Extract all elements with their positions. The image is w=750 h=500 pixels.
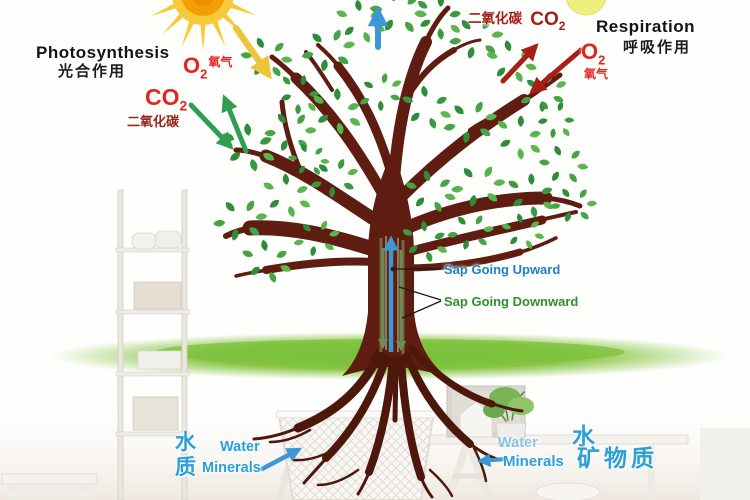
photosynthesis-label: Photosynthesis — [36, 43, 170, 62]
water-uptake-arrow-left — [259, 447, 303, 472]
tree-branches — [223, 5, 583, 278]
minerals-label-left: Minerals — [202, 460, 261, 476]
water-label-left-zh: 水 — [175, 431, 196, 454]
minerals-label-right-zh: 矿物质 — [577, 445, 658, 471]
left-co2-label-zh: 二氧化碳 — [127, 114, 180, 129]
left-o2-label: O2氧气 — [183, 53, 233, 82]
tree-illustration — [208, 0, 600, 499]
respiration-label: Respiration — [596, 17, 696, 36]
tree-roots — [252, 344, 524, 499]
sap-flow-detail — [377, 235, 407, 354]
oxygen-in-arrow — [529, 47, 584, 95]
small-sun-icon — [566, 0, 606, 16]
water-label-right: Water — [498, 435, 538, 451]
right-co2-label: 二氧化碳 CO2 — [468, 9, 566, 33]
sap-upward-label: Sap Going Upward — [444, 262, 561, 277]
minerals-label-left-zh: 质 — [175, 456, 196, 479]
frame-board — [446, 385, 526, 438]
co2-in-arrow — [188, 102, 234, 150]
sun-icon — [149, 0, 257, 51]
left-co2-label: CO2 — [145, 84, 188, 114]
stool — [1, 473, 98, 500]
sap-downward-label: Sap Going Downward — [444, 294, 579, 309]
right-panel — [700, 428, 750, 500]
water-label-right-zh: 水 — [572, 423, 595, 449]
oxygen-out-arrow — [221, 94, 249, 154]
ladder-shelf — [115, 189, 190, 500]
shoes-on-shelf — [131, 232, 157, 250]
water-label-left: Water — [220, 439, 260, 455]
diagram-arrows — [188, 5, 584, 472]
sunlight-arrow — [232, 24, 272, 80]
photosynthesis-label-zh: 光合作用 — [58, 63, 127, 80]
storage-box — [133, 281, 182, 310]
pointer-lines — [394, 268, 442, 319]
minerals-label-right: Minerals — [503, 453, 564, 470]
water-uptake-arrow-right — [476, 453, 507, 467]
bowl — [535, 482, 601, 500]
co2-out-arrow — [500, 43, 539, 84]
respiration-label-zh: 呼吸作用 — [623, 39, 692, 56]
right-o2-label: O2 氧气 — [581, 39, 609, 82]
